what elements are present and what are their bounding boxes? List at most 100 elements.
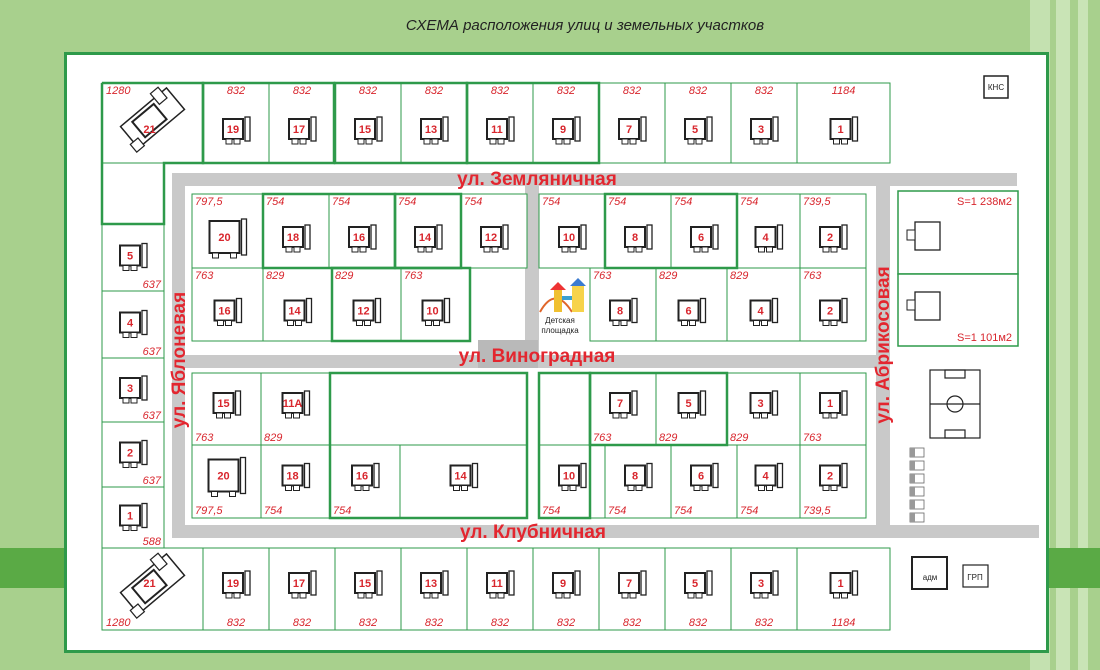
plot-number: 7 — [626, 578, 632, 590]
playground-label-2: площадка — [541, 326, 579, 335]
plot-number: 12 — [357, 306, 369, 318]
plot-area: 754 — [266, 196, 284, 208]
plot-area: 832 — [227, 617, 245, 629]
street-label-abrikosovaya: ул. Абрикосовая — [873, 266, 894, 423]
plot-area: 1280 — [106, 85, 131, 97]
plot-area: 637 — [143, 279, 162, 291]
plot-number: 8 — [617, 306, 623, 318]
plot-number: 10 — [426, 306, 438, 318]
plot-area: 754 — [398, 196, 416, 208]
plot-area: 829 — [335, 270, 353, 282]
plot-area: 832 — [425, 85, 443, 97]
plot-block_nw_lower-0: 16 763 — [191, 267, 264, 342]
plot-number: 4 — [127, 318, 134, 330]
plot-abrikos-2: S=1 101м2 — [897, 273, 1019, 347]
plot-number: 6 — [698, 471, 704, 483]
plot-number: 4 — [762, 471, 769, 483]
plot-area: 832 — [293, 85, 311, 97]
street-label-yablonevaya: ул. Яблоневая — [169, 292, 190, 428]
plot-block_ne_lower-0: 8 763 — [589, 267, 657, 342]
plot-number: 14 — [419, 232, 432, 244]
plot-number: 21 — [143, 124, 155, 136]
plots-layer: 2112801983217832158321383211832983278325… — [101, 82, 891, 631]
road-crossing — [478, 340, 538, 368]
plot-bottom_row-3: 15 832 — [334, 547, 402, 631]
plot-number: 2 — [127, 448, 133, 460]
plot-number: 4 — [757, 306, 764, 318]
plot-area: 763 — [593, 270, 612, 282]
plot-area: 754 — [740, 196, 758, 208]
plot-number: 13 — [425, 578, 437, 590]
playground-label-1: Детская — [545, 316, 575, 325]
plot-number: 15 — [359, 578, 371, 590]
plot-number: 5 — [692, 578, 698, 590]
plot-area: 797,5 — [195, 505, 223, 517]
plot-area: 832 — [491, 85, 509, 97]
decor-stripe — [1056, 0, 1070, 670]
plot-area: 754 — [464, 196, 482, 208]
plot-number: 18 — [287, 232, 299, 244]
plot-number: 17 — [293, 578, 305, 590]
road-klubnichnaya — [172, 525, 1039, 538]
plot-number: 1 — [127, 511, 133, 523]
plot-area-label: S=1 238м2 — [957, 196, 1012, 208]
plot-number: 21 — [143, 578, 155, 590]
plot-area: 832 — [359, 617, 377, 629]
plot-area: 763 — [803, 432, 822, 444]
kns-building: КНС — [983, 75, 1009, 99]
grp-label: ГРП — [967, 573, 983, 582]
plot-number: 16 — [356, 471, 368, 483]
plot-area: 754 — [608, 196, 626, 208]
plot-number: 2 — [827, 306, 833, 318]
plot-area: 754 — [542, 505, 560, 517]
plot-area: 763 — [593, 432, 612, 444]
plot-number: 5 — [127, 251, 133, 263]
plot-area: 829 — [730, 432, 748, 444]
plot-number: 1 — [827, 398, 833, 410]
plot-number: 1 — [837, 124, 843, 136]
kns-label: КНС — [988, 83, 1004, 92]
plot-number: 15 — [217, 398, 229, 410]
group-outlines — [100, 81, 739, 520]
plot-area: 1184 — [832, 85, 856, 97]
plot-area: 829 — [266, 270, 284, 282]
plot-area: 754 — [332, 196, 350, 208]
plot-area: 832 — [359, 85, 377, 97]
plot-area: 763 — [195, 270, 214, 282]
plot-number: 10 — [563, 232, 575, 244]
plot-area: 832 — [689, 85, 707, 97]
plot-number: 20 — [218, 232, 230, 244]
plot-top_row-0: 21 1280 — [101, 82, 204, 164]
grp-building: ГРП — [962, 564, 989, 588]
plot-area: 637 — [143, 346, 162, 358]
plot-number: 2 — [827, 232, 833, 244]
plot-number: 16 — [218, 306, 230, 318]
plot-number: 4 — [762, 232, 769, 244]
